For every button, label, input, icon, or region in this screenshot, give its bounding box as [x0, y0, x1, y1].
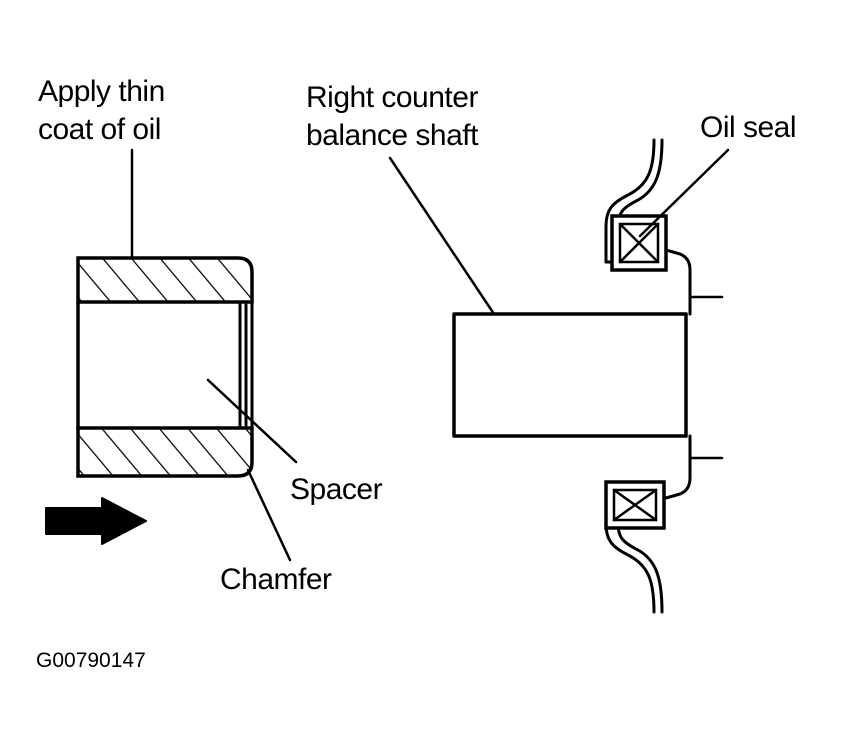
leader-lines [130, 148, 730, 562]
figure-code: G00790147 [36, 649, 146, 672]
spacer-top-wall [76, 256, 254, 304]
housing [604, 138, 724, 614]
chamfer-label: Chamfer [220, 563, 332, 596]
chamfer-leader [246, 468, 292, 562]
shaft-leader [388, 156, 496, 316]
oil-seal-leader [638, 148, 730, 238]
spacer-bottom-wall [76, 426, 254, 478]
spacer-label: Spacer [290, 473, 383, 506]
right-arrow-icon [45, 497, 147, 545]
oil-seal-label: Oil seal [700, 111, 796, 144]
apply-oil-label-line1: Apply thin [38, 75, 165, 108]
oil-seal-upper [610, 214, 668, 272]
spacer-leader [206, 378, 298, 464]
shaft-label-line2: balance shaft [306, 119, 479, 152]
counter-balance-shaft [452, 312, 688, 438]
apply-oil-label-line2: coat of oil [38, 113, 161, 146]
oil-seal-lower [604, 480, 666, 530]
shaft-label-line1: Right counter [306, 81, 478, 114]
spacer [76, 256, 254, 478]
